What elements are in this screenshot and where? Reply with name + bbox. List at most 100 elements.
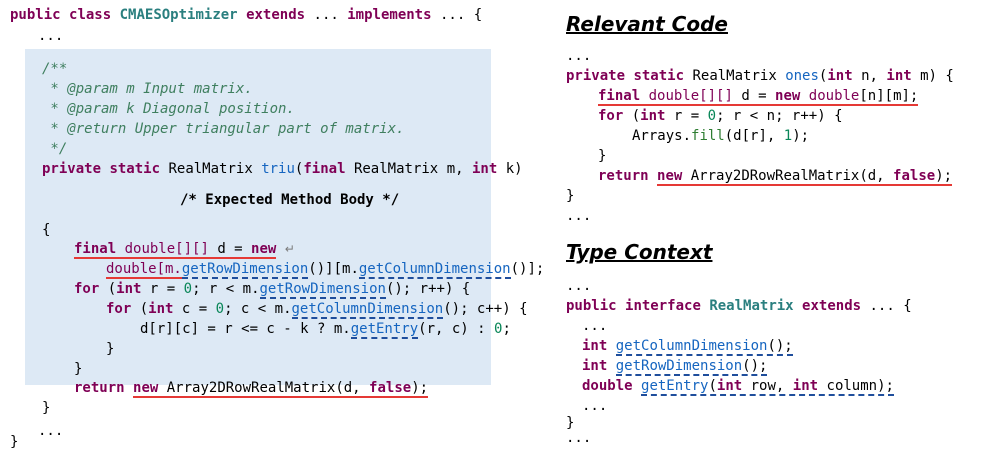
param-type: RealMatrix <box>353 161 439 177</box>
code-fragment: ( <box>708 378 717 394</box>
close-brace: } <box>566 415 575 431</box>
call-getColumnDimension: getColumnDimension <box>291 301 444 319</box>
code-fragment: Arrays. <box>632 128 692 144</box>
type-double: double <box>808 88 860 104</box>
keyword-static: static <box>109 161 161 177</box>
keyword-extends: extends <box>246 7 306 23</box>
keyword-int: int <box>886 68 912 84</box>
ellipsis-line: ... <box>566 278 592 294</box>
keyword-int: int <box>792 378 819 394</box>
number-literal: 0 <box>215 301 225 317</box>
method-name: getEntry <box>641 378 709 394</box>
ellipsis-line: ... <box>582 318 608 334</box>
return-type: RealMatrix <box>168 161 253 177</box>
code-fragment: ); <box>792 128 810 144</box>
ellipsis-line: ... <box>566 430 592 446</box>
code-fragment: ( <box>139 301 149 317</box>
close-brace: } <box>10 434 19 450</box>
keyword-int: int <box>148 301 174 317</box>
code-fragment: Array2DRowRealMatrix(d, <box>690 168 894 184</box>
body-line-1: final double[][] d = new ↵ <box>74 239 295 259</box>
method-name: ones <box>785 68 819 84</box>
interface-name: RealMatrix <box>709 298 794 314</box>
return-statement: return new Array2DRowRealMatrix(d, false… <box>74 378 429 398</box>
keyword-final: final <box>303 161 346 177</box>
keyword-int: int <box>116 281 142 297</box>
close-brace: } <box>42 400 51 416</box>
code-fragment: d[r][c] = r <= c - k ? m. <box>140 321 351 337</box>
code-fragment: (d[r], <box>724 128 784 144</box>
type-double-array: double[][] <box>124 241 209 257</box>
keyword-new: new <box>775 88 801 104</box>
ellipsis-line: ... <box>582 398 608 414</box>
type-context-heading: Type Context <box>566 240 713 264</box>
code-fragment: ; c < m. <box>224 301 292 317</box>
keyword-static: static <box>633 68 685 84</box>
array-create: double[m. <box>106 261 182 277</box>
code-fragment: (); <box>767 338 793 354</box>
return-type: RealMatrix <box>692 68 777 84</box>
keyword-extends: extends <box>802 298 862 314</box>
decl-getColumnDimension: int getColumnDimension(); <box>582 336 793 356</box>
assign: d = <box>741 88 776 104</box>
blue-underline-span: getEntry(int row, int column); <box>641 378 894 396</box>
method-name: getColumnDimension <box>615 338 768 354</box>
keyword-int: int <box>582 338 608 354</box>
code-fragment: (); <box>742 358 768 374</box>
doc-comment-line: * @param k Diagonal position. <box>42 101 295 117</box>
code-fragment: ; <box>502 321 511 337</box>
keyword-int: int <box>471 161 498 177</box>
keyword-implements: implements <box>347 7 432 23</box>
code-fragment: ; r < n; r++) { <box>716 108 843 124</box>
keyword-double: double <box>582 378 633 394</box>
type-double-array: double[][] <box>648 88 733 104</box>
ones-return: return new Array2DRowRealMatrix(d, false… <box>598 166 953 186</box>
body-line-2: double[m.getRowDimension()][m.getColumnD… <box>106 259 544 279</box>
ellipsis-line: ... <box>566 208 592 224</box>
keyword-private: private <box>566 68 626 84</box>
call-fill: fill <box>691 128 725 144</box>
relevant-code-heading: Relevant Code <box>566 12 728 36</box>
doc-comment-line: */ <box>42 141 68 157</box>
code-fragment: (r, c) : <box>418 321 495 337</box>
code-fragment: ); <box>411 380 429 396</box>
assign: d = <box>217 241 252 257</box>
code-fragment: ; r < m. <box>192 281 260 297</box>
keyword-return: return <box>598 168 649 184</box>
param-m: m, <box>446 161 464 177</box>
blue-underline-span: getColumnDimension(); <box>615 338 793 356</box>
ones-line-3: Arrays.fill(d[r], 1); <box>632 126 809 146</box>
line-wrap-icon: ↵ <box>284 242 295 256</box>
doc-comment-line: /** <box>42 61 68 77</box>
expected-body-label: /* Expected Method Body */ <box>180 192 400 208</box>
decl-getEntry: double getEntry(int row, int column); <box>582 376 894 396</box>
keyword-false: false <box>893 168 936 184</box>
ellipsis-brace: ... { <box>439 7 483 23</box>
red-underline-span: final double[][] d = new double[n][m]; <box>598 88 919 106</box>
code-fragment: Array2DRowRealMatrix(d, <box>166 380 370 396</box>
keyword-final: final <box>74 241 117 257</box>
close-brace: } <box>566 188 575 204</box>
call-getColumnDimension: getColumnDimension <box>358 261 511 279</box>
keyword-int: int <box>582 358 608 374</box>
close-brace: } <box>106 341 115 357</box>
red-underline-span: new Array2DRowRealMatrix(d, false); <box>657 168 953 186</box>
code-fragment: c = <box>181 301 216 317</box>
keyword-final: final <box>598 88 641 104</box>
code-fragment: [n][m]; <box>859 88 919 104</box>
keyword-new: new <box>251 241 277 257</box>
ellipsis: ... <box>313 7 339 23</box>
code-fragment: ( <box>107 281 117 297</box>
ones-line-1: final double[][] d = new double[n][m]; <box>598 86 919 106</box>
interface-declaration: public interface RealMatrix extends ... … <box>566 296 912 316</box>
param-m: m) { <box>920 68 954 84</box>
code-fragment: (); c++) { <box>443 301 528 317</box>
code-fragment: ()]; <box>510 261 545 277</box>
decl-getRowDimension: int getRowDimension(); <box>582 356 768 376</box>
ellipsis-line: ... <box>38 28 64 44</box>
number-literal: 0 <box>183 281 193 297</box>
keyword-int: int <box>716 378 743 394</box>
call-getRowDimension: getRowDimension <box>259 281 386 299</box>
paren: ( <box>294 161 304 177</box>
code-fragment: column); <box>826 378 894 394</box>
